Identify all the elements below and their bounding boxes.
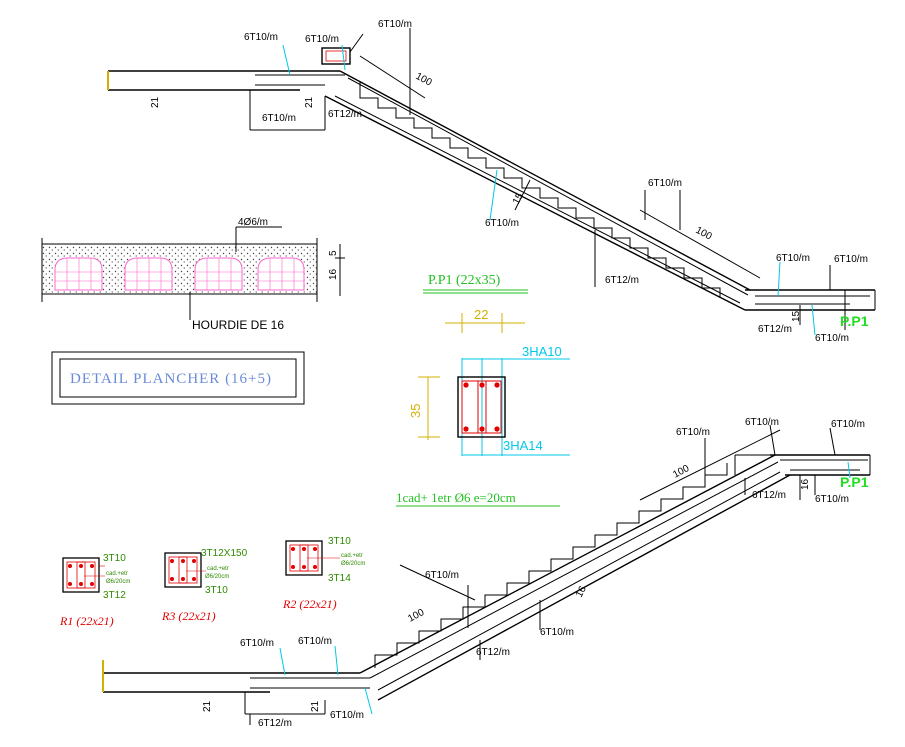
bottom-stair-flight <box>359 454 791 701</box>
top-dim-4: 15 <box>511 191 526 206</box>
pp1-section: P.P1 (22x35) 22 35 3HA10 3HA14 1cad+ 1et… <box>396 273 570 507</box>
r3-stirrup1: cad.+etr <box>207 566 229 572</box>
r1-top: 3T10 <box>103 553 126 564</box>
bottom-label-5: 6T10/m <box>425 570 459 581</box>
bottom-label-12: 6T10/m <box>815 494 849 505</box>
top-stair-landing-left <box>107 70 340 131</box>
top-label-9: 6T10/m <box>776 253 810 264</box>
top-stair-flight <box>324 70 751 311</box>
top-label-1: 6T10/m <box>244 32 278 43</box>
bottom-label-2: 6T10/m <box>298 636 332 647</box>
bottom-label-7: 6T10/m <box>676 427 710 438</box>
top-dim-5: 100 <box>694 225 714 243</box>
hourdie-caption: HOURDIE DE 16 <box>192 318 284 332</box>
pp1-stirrups: 1cad+ 1etr Ø6 e=20cm <box>396 490 516 505</box>
r1-bottom: 3T12 <box>103 590 126 601</box>
top-stair: 6T10/m 6T10/m 6T10/m 6T10/m 6T12/m 6T10/… <box>107 19 876 344</box>
pp1-height: 35 <box>408 404 423 418</box>
bottom-label-1: 6T10/m <box>240 638 274 649</box>
bottom-label-3: 6T12/m <box>258 718 292 729</box>
top-label-2: 6T10/m <box>305 34 339 45</box>
r2-bottom: 3T14 <box>328 573 351 584</box>
top-label-3: 6T10/m <box>378 19 412 30</box>
r1-stirrup2: Ø6/20cm <box>106 579 130 585</box>
bottom-dim-5: 100 <box>671 463 691 481</box>
top-dim-6: 15 <box>791 310 802 322</box>
bottom-stair-landing-left <box>102 660 370 715</box>
bottom-beam-label: P.P1 <box>840 474 869 490</box>
beam-r3: 3T12X150 cad.+etr Ø6/20cm 3T10 R3 (22x21… <box>161 548 248 623</box>
bottom-label-11: 6T12/m <box>752 490 786 501</box>
pp1-bottom-bars: 3HA14 <box>503 438 543 453</box>
hourdie-dim-top: 5 <box>328 250 339 256</box>
pp1-top-bars: 3HA10 <box>522 344 562 359</box>
hourdie-section: 4Ø6/m HOURDIE DE 16 5 16 <box>41 217 345 332</box>
top-dim-3: 100 <box>414 71 434 89</box>
r2-stirrup1: cad.+etr <box>341 553 363 559</box>
bottom-label-10: 6T10/m <box>831 419 865 430</box>
top-label-4: 6T10/m <box>262 113 296 124</box>
bottom-label-8: 6T10/m <box>745 417 779 428</box>
r1-name: R1 (22x21) <box>59 614 114 628</box>
hourdie-dim-body: 16 <box>328 268 339 280</box>
bottom-label-9: 6T12/m <box>476 647 510 658</box>
top-dim-2: 21 <box>304 96 315 108</box>
pp1-width: 22 <box>474 307 488 322</box>
detail-title: DETAIL PLANCHER (16+5) <box>70 371 272 387</box>
top-label-10: 6T10/m <box>834 254 868 265</box>
beam-r1: 3T10 cad.+etr Ø6/20cm 3T12 R1 (22x21) <box>59 553 130 628</box>
r1-stirrup1: cad.+etr <box>106 571 128 577</box>
hourdie-top-label: 4Ø6/m <box>238 217 268 228</box>
top-label-8: 6T12/m <box>605 275 639 286</box>
bottom-label-6: 6T10/m <box>540 627 574 638</box>
bottom-dim-6: 16 <box>800 478 811 490</box>
beam-r2: 3T10 cad.+etr Ø6/20cm 3T14 R2 (22x21) <box>282 536 365 611</box>
r2-top: 3T10 <box>328 536 351 547</box>
top-label-7: 6T10/m <box>648 178 682 189</box>
bottom-dim-4: 16 <box>574 584 589 599</box>
top-stair-beam-section <box>321 47 351 65</box>
r3-bottom: 3T10 <box>205 585 228 596</box>
bottom-stair: 6T10/m 6T10/m 6T12/m 6T10/m 6T10/m 6T10/… <box>102 417 871 729</box>
bottom-dim-3: 100 <box>406 607 426 625</box>
top-label-6: 6T10/m <box>485 218 519 229</box>
r3-stirrup2: Ø6/20cm <box>205 574 229 580</box>
top-label-12: 6T10/m <box>815 333 849 344</box>
top-stair-landing-right <box>745 289 876 330</box>
r2-stirrup2: Ø6/20cm <box>341 561 365 567</box>
top-label-5: 6T12/m <box>328 109 362 120</box>
top-dim-1: 21 <box>150 96 161 108</box>
top-beam-label: P.P1 <box>840 313 869 329</box>
pp1-title: P.P1 (22x35) <box>428 273 501 288</box>
r2-name: R2 (22x21) <box>282 597 337 611</box>
bottom-stair-landing-right <box>734 454 871 495</box>
r3-top: 3T12X150 <box>201 548 248 559</box>
bottom-label-4: 6T10/m <box>330 710 364 721</box>
top-label-11: 6T12/m <box>758 324 792 335</box>
detail-title-box: DETAIL PLANCHER (16+5) <box>51 351 305 405</box>
bottom-dim-2: 21 <box>310 700 321 712</box>
r3-name: R3 (22x21) <box>161 609 216 623</box>
bottom-dim-1: 21 <box>202 700 213 712</box>
